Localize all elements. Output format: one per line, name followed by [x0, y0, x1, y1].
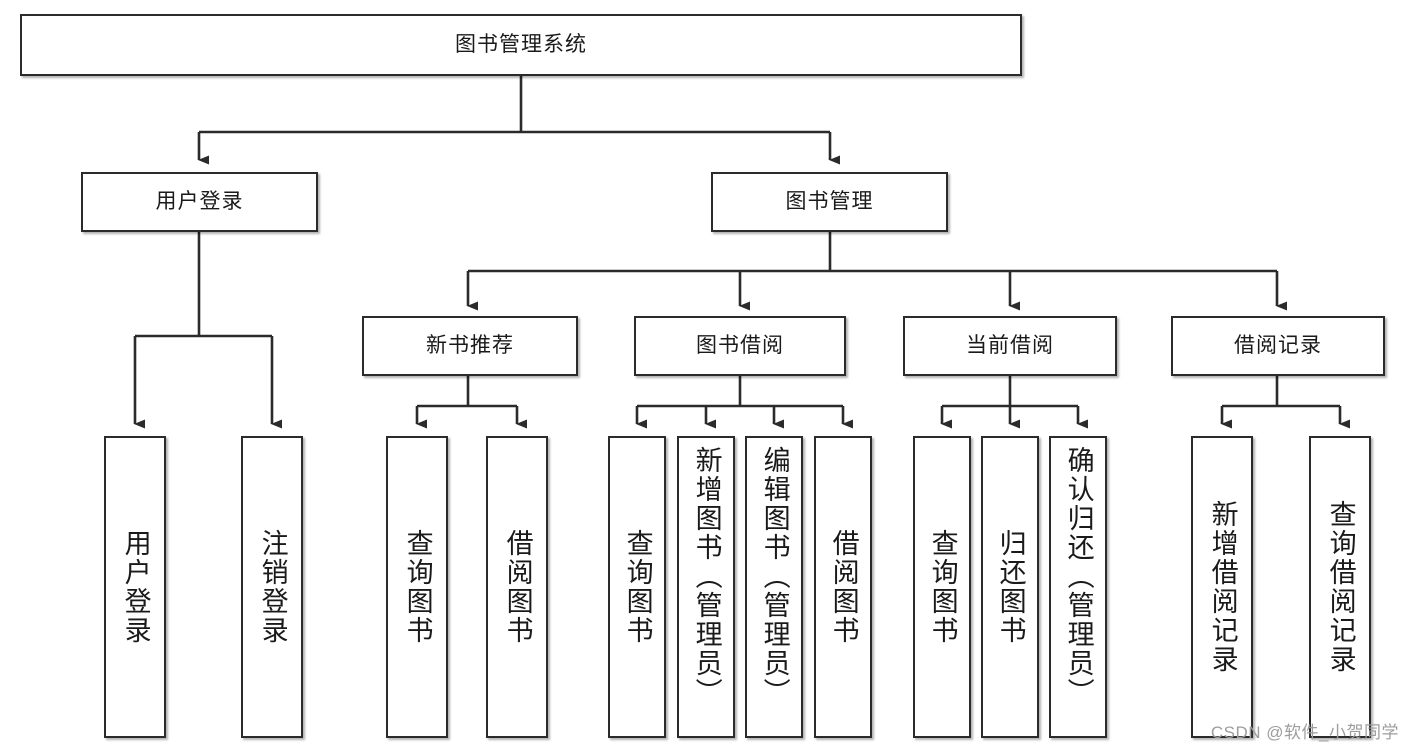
node-label: 查询图书: [622, 529, 653, 645]
leaf-add-book-admin[interactable]: 新增图书（管理员）: [677, 436, 735, 738]
node-label: 新增图书（管理员）: [691, 446, 722, 707]
leaf-query-book-borrow[interactable]: 查询图书: [608, 436, 666, 738]
node-label: 新增借阅记录: [1207, 500, 1238, 674]
node-label: 确认归还（管理员）: [1063, 446, 1094, 707]
node-current-borrow[interactable]: 当前借阅: [903, 316, 1117, 376]
leaf-logout[interactable]: 注销登录: [241, 436, 303, 738]
node-label: 注销登录: [257, 529, 288, 645]
node-borrow-record[interactable]: 借阅记录: [1171, 316, 1385, 376]
node-label: 图书借阅: [696, 334, 784, 358]
node-label: 归还图书: [995, 529, 1026, 645]
node-book-borrow[interactable]: 图书借阅: [634, 316, 846, 376]
node-label: 用户登录: [120, 529, 151, 645]
node-user-login[interactable]: 用户登录: [81, 172, 318, 232]
node-label: 借阅图书: [502, 529, 533, 645]
node-label: 查询图书: [927, 529, 958, 645]
node-root-book-management-system[interactable]: 图书管理系统: [20, 14, 1022, 76]
node-label: 借阅记录: [1234, 334, 1322, 358]
node-label: 新书推荐: [426, 334, 514, 358]
node-label: 查询图书: [402, 529, 433, 645]
leaf-confirm-return-admin[interactable]: 确认归还（管理员）: [1049, 436, 1107, 738]
node-label: 图书管理: [785, 190, 874, 214]
node-label: 编辑图书（管理员）: [759, 446, 790, 707]
node-label: 借阅图书: [828, 529, 859, 645]
leaf-return-book[interactable]: 归还图书: [981, 436, 1039, 738]
leaf-user-login[interactable]: 用户登录: [104, 436, 166, 738]
leaf-borrow-book[interactable]: 借阅图书: [814, 436, 872, 738]
node-new-book-recommend[interactable]: 新书推荐: [362, 316, 578, 376]
leaf-borrow-book-recommend[interactable]: 借阅图书: [486, 436, 548, 738]
node-label: 用户登录: [155, 190, 244, 214]
leaf-query-book-recommend[interactable]: 查询图书: [386, 436, 448, 738]
leaf-query-borrow-record[interactable]: 查询借阅记录: [1309, 436, 1371, 738]
node-label: 当前借阅: [966, 334, 1054, 358]
leaf-edit-book-admin[interactable]: 编辑图书（管理员）: [745, 436, 803, 738]
leaf-query-book-current[interactable]: 查询图书: [913, 436, 971, 738]
node-book-management[interactable]: 图书管理: [711, 172, 948, 232]
node-label: 查询借阅记录: [1325, 500, 1356, 674]
node-label: 图书管理系统: [455, 33, 587, 57]
leaf-add-borrow-record[interactable]: 新增借阅记录: [1191, 436, 1253, 738]
